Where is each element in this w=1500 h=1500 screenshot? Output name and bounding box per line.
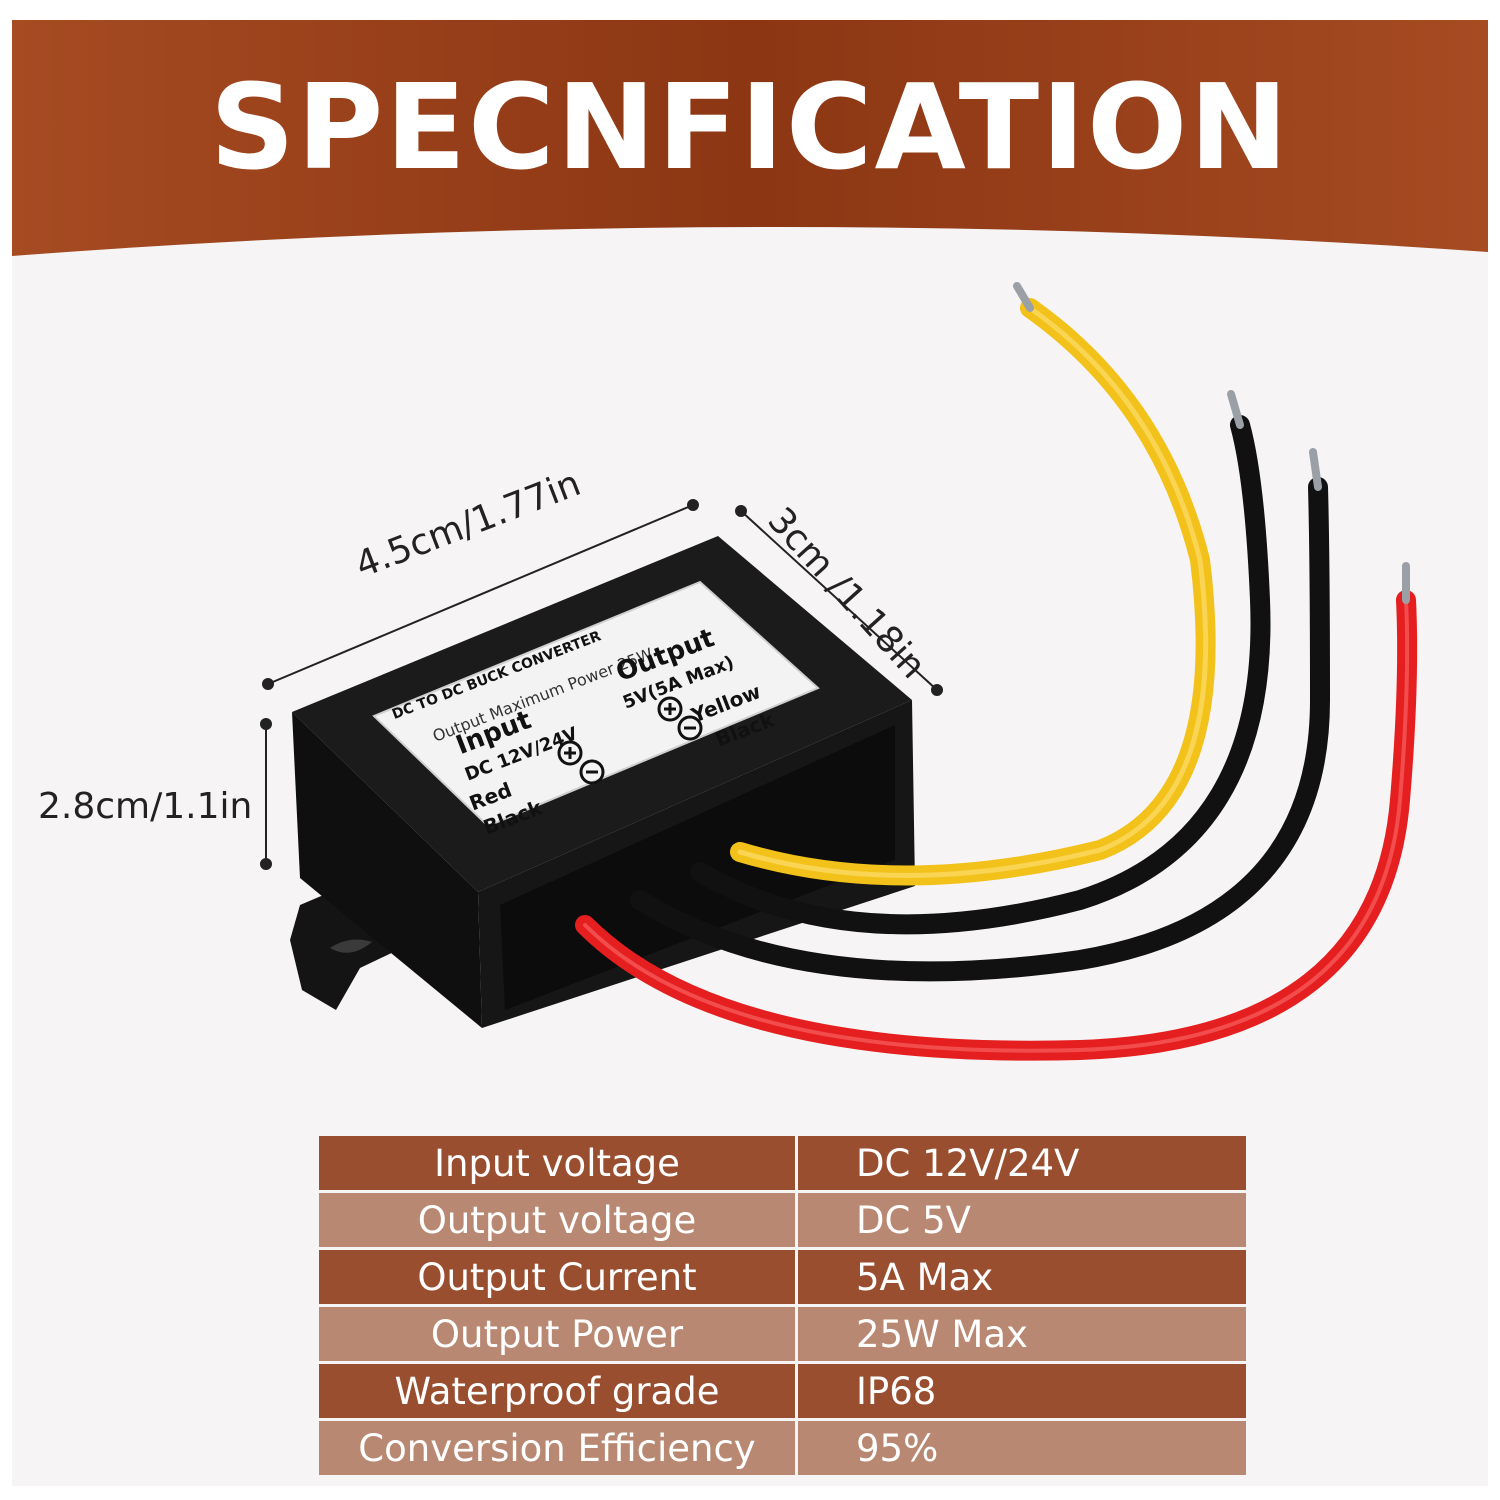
spec-label: Output voltage — [316, 1190, 798, 1250]
spec-label: Waterproof grade — [316, 1361, 798, 1421]
spec-value: DC 12V/24V — [795, 1133, 1249, 1193]
spec-value: DC 5V — [795, 1190, 1249, 1250]
spec-table: Input voltage DC 12V/24V Output voltage … — [316, 1133, 1249, 1478]
spec-value: 25W Max — [795, 1304, 1249, 1364]
spec-value: 95% — [795, 1418, 1249, 1478]
spec-value: IP68 — [795, 1361, 1249, 1421]
table-row: Output Power 25W Max — [316, 1304, 1249, 1364]
table-row: Waterproof grade IP68 — [316, 1361, 1249, 1421]
wire-tips — [1013, 282, 1410, 604]
table-row: Output Current 5A Max — [316, 1247, 1249, 1307]
table-row: Output voltage DC 5V — [316, 1190, 1249, 1250]
table-row: Conversion Efficiency 95% — [316, 1418, 1249, 1478]
black-wire-1 — [690, 415, 1271, 935]
spec-label: Output Power — [316, 1304, 798, 1364]
spec-value: 5A Max — [795, 1247, 1249, 1307]
page-title: SPECNFICATION — [209, 58, 1291, 196]
spec-label: Input voltage — [316, 1133, 798, 1193]
black-wire-2 — [630, 477, 1331, 982]
title-banner — [12, 20, 1488, 256]
wires — [575, 298, 1418, 1061]
dimension-lines — [260, 499, 943, 870]
spec-label: Conversion Efficiency — [316, 1418, 798, 1478]
spec-label: Output Current — [316, 1247, 798, 1307]
product-illustration — [260, 282, 1418, 1061]
dimension-height-label: 2.8cm/1.1in — [38, 786, 253, 827]
table-row: Input voltage DC 12V/24V — [316, 1133, 1249, 1193]
